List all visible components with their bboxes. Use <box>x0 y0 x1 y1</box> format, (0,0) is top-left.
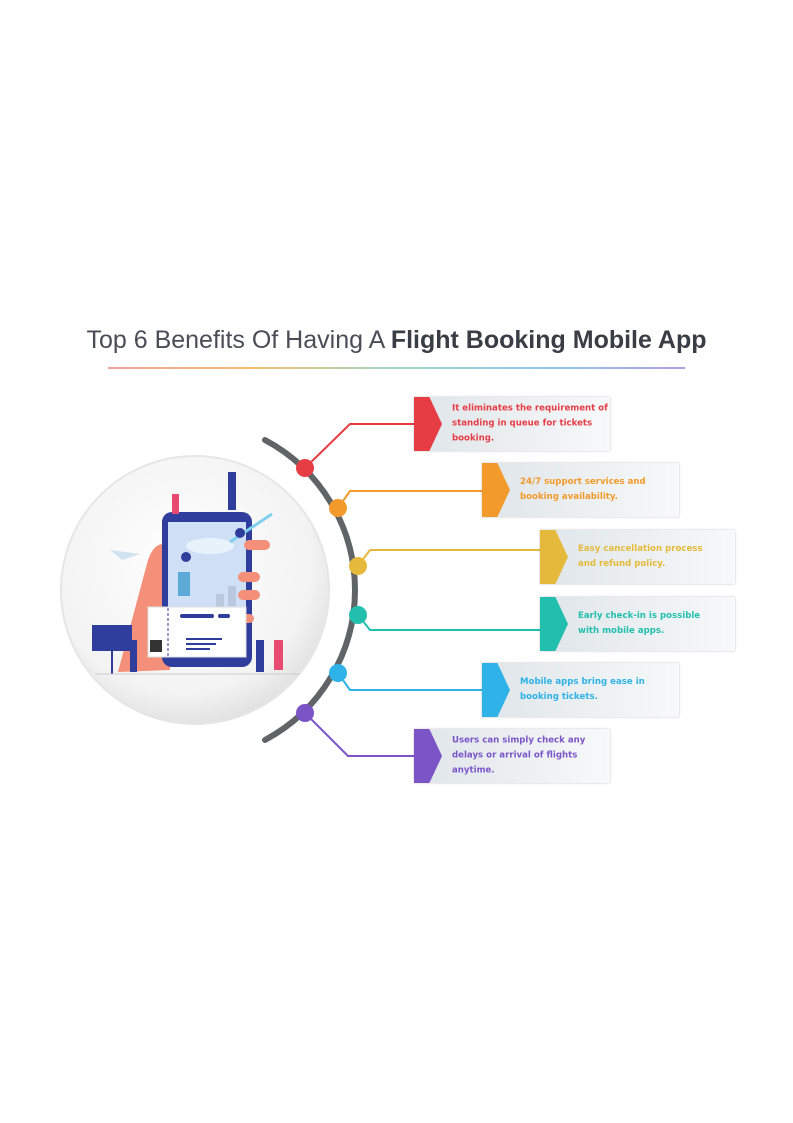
chevron-marker <box>540 530 568 584</box>
benefit-text: Early check-in is possible with mobile a… <box>578 611 701 636</box>
chevron-marker <box>414 397 442 451</box>
chevron-marker <box>540 597 568 651</box>
benefit-text: Users can simply check any delays or arr… <box>452 735 586 776</box>
benefit-text: Mobile apps bring ease in booking ticket… <box>520 677 645 702</box>
benefit-text: It eliminates the requirement of standin… <box>452 403 608 444</box>
flight-board-illustration <box>92 625 132 651</box>
title-underline <box>108 367 685 369</box>
benefit-card-6: Users can simply check any delays or arr… <box>414 729 610 783</box>
benefit-card-4: Early check-in is possible with mobile a… <box>540 597 735 651</box>
infographic-title: Top 6 Benefits Of Having A Flight Bookin… <box>0 326 793 355</box>
chevron-marker <box>482 663 510 717</box>
benefit-card-1: It eliminates the requirement of standin… <box>414 397 610 451</box>
title-bold: Flight Booking Mobile App <box>390 326 707 354</box>
benefit-card-5: Mobile apps bring ease in booking ticket… <box>482 663 679 717</box>
paper-plane-icon <box>110 550 140 560</box>
benefit-text: 24/7 support services and booking availa… <box>520 477 646 502</box>
illustration-circle <box>60 455 330 725</box>
chevron-marker <box>414 729 442 783</box>
chevron-marker <box>482 463 510 517</box>
airplane-icon <box>186 538 234 554</box>
title-light: Top 6 Benefits Of Having A <box>86 326 391 354</box>
timeline-dots <box>296 459 367 722</box>
benefit-card-3: Easy cancellation process and refund pol… <box>540 530 735 584</box>
benefit-text: Easy cancellation process and refund pol… <box>578 544 703 569</box>
benefit-card-2: 24/7 support services and booking availa… <box>482 463 679 517</box>
